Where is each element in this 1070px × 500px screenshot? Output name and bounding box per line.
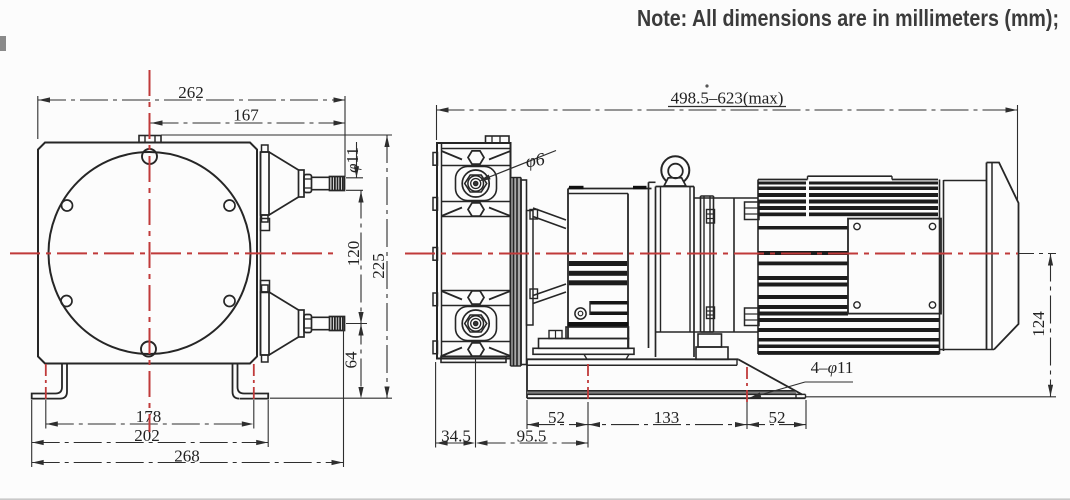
svg-text:95.5: 95.5 [517, 427, 547, 446]
svg-text:133: 133 [654, 408, 680, 427]
svg-text:268: 268 [174, 447, 200, 466]
svg-text:202: 202 [134, 426, 160, 445]
svg-text:φ6: φ6 [524, 149, 546, 172]
svg-text:167: 167 [233, 106, 259, 125]
svg-text:52: 52 [769, 408, 786, 427]
svg-text:498.5–623(max): 498.5–623(max) [671, 89, 784, 108]
svg-text:124: 124 [1029, 311, 1048, 337]
svg-text:Note: All dimensions are in mi: Note: All dimensions are in millimeters … [637, 5, 1059, 31]
svg-text:64: 64 [342, 351, 361, 369]
svg-text:120: 120 [344, 241, 363, 267]
svg-text:225: 225 [369, 253, 388, 279]
svg-text:φ11: φ11 [343, 147, 362, 173]
svg-text:52: 52 [548, 408, 565, 427]
svg-text:262: 262 [178, 83, 204, 102]
svg-text:34.5: 34.5 [441, 427, 471, 446]
svg-text:4–φ11: 4–φ11 [811, 358, 854, 377]
